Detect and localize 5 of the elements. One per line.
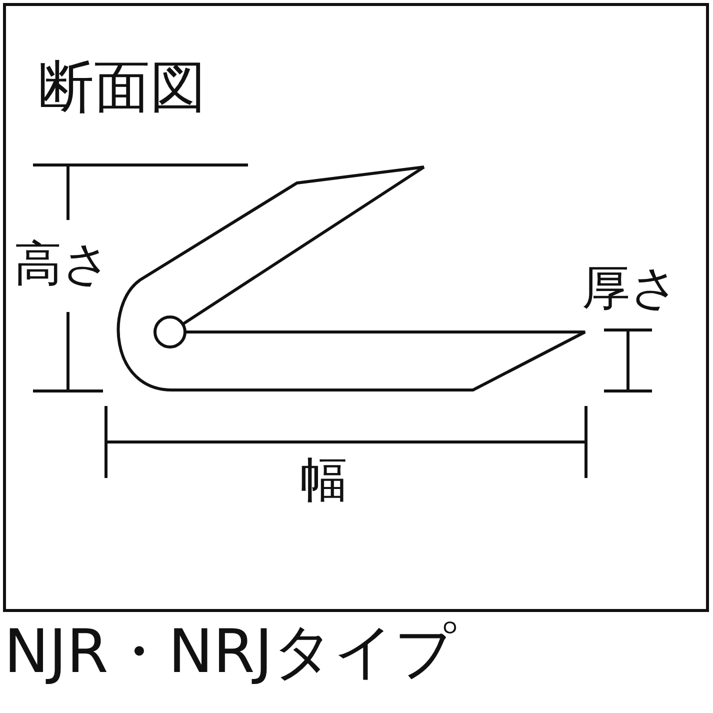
caption: NJR・NRJタイプ: [4, 622, 456, 682]
dimension-label: 高さ: [14, 240, 111, 288]
title: 断面図: [38, 60, 206, 116]
dimension-label: 厚さ: [582, 264, 679, 312]
dimension-label: 幅: [300, 456, 348, 504]
